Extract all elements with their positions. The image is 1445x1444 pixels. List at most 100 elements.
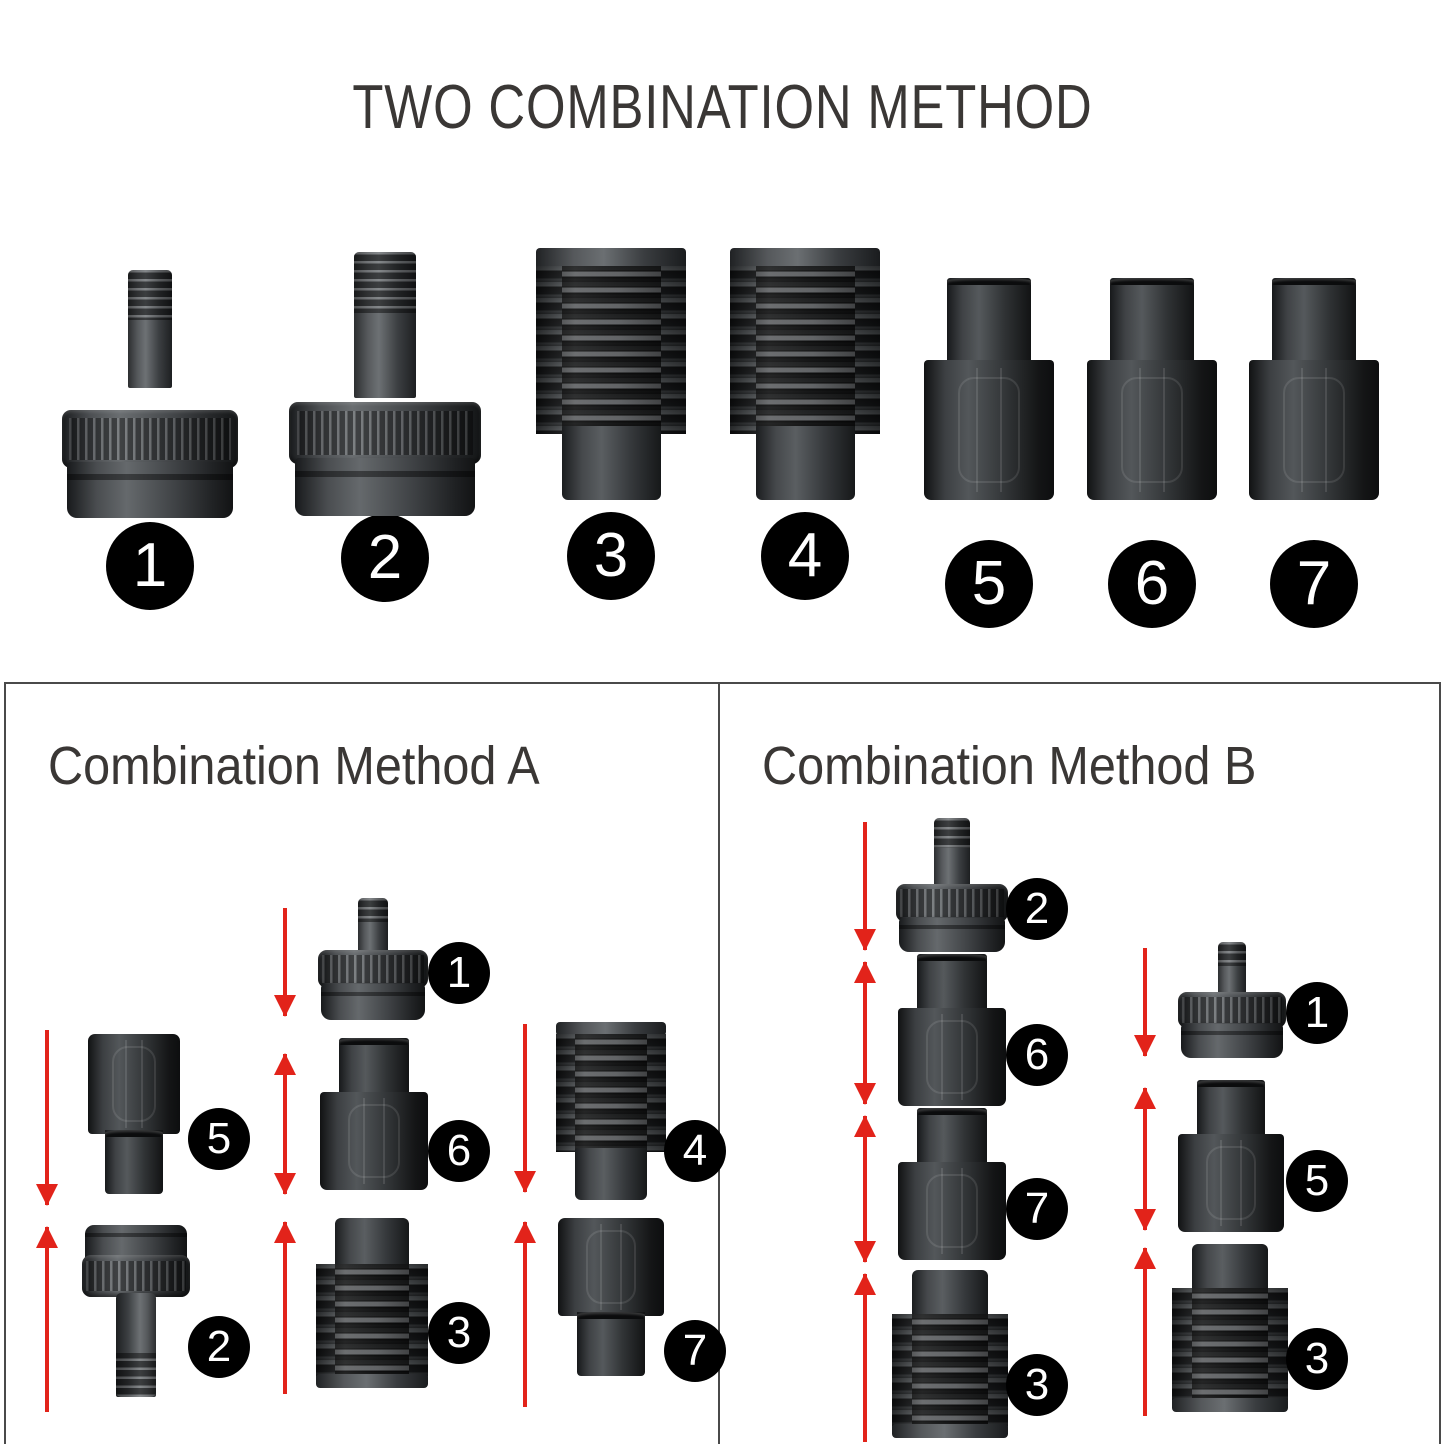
parts-overview-row: 1 2 3	[0, 240, 1445, 640]
coupler-inlet-icon	[339, 1038, 409, 1098]
socket-skirt-icon	[1181, 1024, 1283, 1058]
barb-neck-icon	[354, 252, 416, 398]
coupler-outlet-icon	[104, 1130, 164, 1194]
strainer-socket-icon	[335, 1218, 409, 1268]
socket-skirt-icon	[321, 984, 426, 1020]
coupler-outlet-icon	[577, 1312, 645, 1376]
arrow-up-icon	[1134, 1247, 1156, 1416]
method-a-group-5-2: 5 2	[30, 1020, 250, 1420]
socket-skirt-icon	[294, 458, 476, 516]
strainer-socket-icon	[755, 426, 855, 500]
assembly-part-4	[556, 1022, 666, 1200]
strainer-fins-icon	[730, 266, 880, 434]
socket-skirt-icon	[67, 462, 234, 518]
step-badge-7: 7	[1006, 1178, 1068, 1240]
socket-skirt-icon	[899, 918, 1005, 952]
method-b-group-2-6-7-3: 2 6 7 3	[848, 812, 1068, 1444]
barb-neck-icon	[358, 898, 388, 956]
arrow-down-icon	[36, 1030, 58, 1206]
method-b-heading: Combination Method B	[762, 736, 1257, 796]
arrow-down-icon	[514, 1024, 536, 1193]
method-b-group-1-5-3: 1 5 3	[1128, 940, 1348, 1440]
strainer-socket-icon	[1191, 1244, 1269, 1292]
step-badge-5: 5	[188, 1108, 250, 1170]
part-illustration-5	[905, 240, 1073, 500]
strainer-fins-icon	[316, 1264, 428, 1378]
strainer-cap-icon	[316, 1374, 428, 1388]
assembly-part-6	[898, 954, 1006, 1106]
hex-nut-icon	[62, 410, 238, 468]
step-badge-3: 3	[1286, 1328, 1348, 1390]
assembly-part-2	[896, 818, 1008, 958]
part-illustration-1	[55, 240, 245, 518]
step-badge-6: 6	[428, 1120, 490, 1182]
arrow-down-icon	[854, 822, 876, 951]
coupler-body-icon	[320, 1092, 428, 1190]
part-illustration-2	[285, 240, 485, 516]
assembly-part-3	[892, 1270, 1008, 1442]
arrow-bidirectional-icon	[854, 1115, 876, 1263]
arrow-up-icon	[514, 1221, 536, 1407]
strainer-socket-icon	[911, 1270, 989, 1318]
strainer-fins-icon	[536, 266, 686, 434]
hex-nut-icon	[1178, 992, 1286, 1028]
part-cell-6: 6	[1068, 240, 1236, 628]
part-badge-1: 1	[106, 522, 194, 610]
strainer-cap-icon	[1172, 1398, 1288, 1412]
coupler-inlet-icon	[917, 954, 987, 1014]
arrow-up-icon	[274, 1221, 296, 1394]
hex-nut-icon	[289, 402, 481, 464]
assembly-part-7	[558, 1218, 664, 1376]
part-cell-1: 1	[55, 240, 245, 610]
page-title: TWO COMBINATION METHOD	[352, 73, 1093, 142]
coupler-body-icon	[924, 360, 1054, 500]
part-badge-2: 2	[341, 514, 429, 602]
part-badge-5: 5	[945, 540, 1033, 628]
arrow-bidirectional-icon	[854, 961, 876, 1105]
step-badge-7: 7	[664, 1320, 726, 1382]
hex-nut-icon	[82, 1255, 190, 1297]
arrow-bidirectional-icon	[274, 1053, 296, 1195]
assembly-part-3	[1172, 1244, 1288, 1416]
coupler-body-icon	[558, 1218, 664, 1316]
strainer-fins-icon	[892, 1314, 1008, 1428]
step-badge-1: 1	[1286, 982, 1348, 1044]
coupler-body-icon	[898, 1162, 1006, 1260]
coupler-body-icon	[1178, 1134, 1284, 1232]
assembly-part-6	[320, 1038, 428, 1190]
step-badge-2: 2	[188, 1316, 250, 1378]
coupler-inlet-icon	[1197, 1080, 1265, 1140]
strainer-socket-icon	[574, 1148, 648, 1200]
barb-neck-icon	[934, 818, 970, 890]
step-badge-6: 6	[1006, 1024, 1068, 1086]
methods-panel-container	[4, 682, 1441, 1444]
assembly-part-2	[82, 1225, 190, 1400]
part-illustration-6	[1068, 240, 1236, 500]
coupler-body-icon	[898, 1008, 1006, 1106]
panel-divider	[718, 682, 720, 1444]
strainer-cap-icon	[536, 248, 686, 271]
barb-neck-icon	[116, 1293, 156, 1397]
part-badge-3: 3	[567, 512, 655, 600]
strainer-cap-icon	[730, 248, 880, 271]
step-badge-1: 1	[428, 942, 490, 1004]
part-illustration-4	[712, 240, 898, 500]
part-badge-6: 6	[1108, 540, 1196, 628]
part-cell-4: 4	[712, 240, 898, 600]
hex-nut-icon	[896, 884, 1008, 922]
step-badge-3: 3	[428, 1302, 490, 1364]
coupler-body-icon	[1087, 360, 1217, 500]
part-illustration-7	[1230, 240, 1398, 500]
part-badge-7: 7	[1270, 540, 1358, 628]
part-cell-3: 3	[518, 240, 704, 600]
barb-neck-icon	[128, 270, 172, 388]
arrow-down-icon	[1134, 948, 1156, 1057]
hex-nut-icon	[318, 950, 428, 988]
arrow-down-icon	[274, 908, 296, 1017]
assembly-part-1	[318, 898, 428, 1023]
assembly-part-7	[898, 1108, 1006, 1260]
strainer-fins-icon	[1172, 1288, 1288, 1402]
step-badge-2: 2	[1006, 878, 1068, 940]
part-cell-5: 5	[905, 240, 1073, 628]
method-a-heading: Combination Method A	[48, 736, 540, 796]
